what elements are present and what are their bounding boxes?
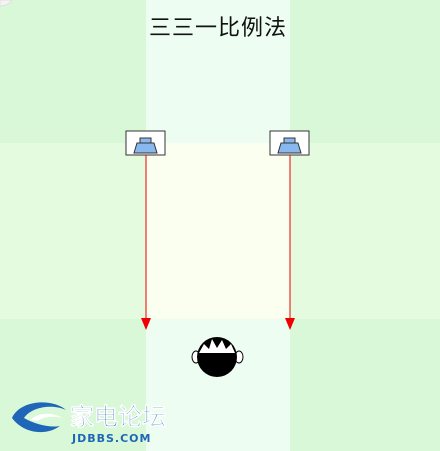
logo-url: JDBBS.COM — [71, 432, 151, 445]
right-speaker-icon — [269, 130, 310, 156]
left-speaker-icon — [125, 130, 166, 156]
listener-head-icon — [191, 337, 244, 377]
logo-name: 家电论坛 — [70, 403, 166, 431]
left-arrow — [141, 155, 151, 330]
right-arrow — [285, 155, 295, 330]
jdbbs-logo: 家电论坛 JDBBS.COM — [12, 402, 166, 445]
diagram-title: 三三一比例法 — [148, 16, 287, 41]
